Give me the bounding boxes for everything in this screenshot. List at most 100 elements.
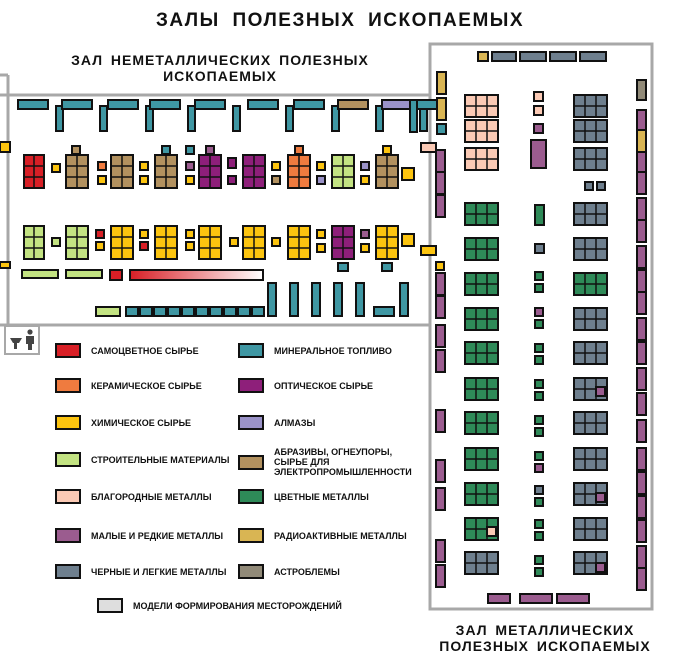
- wall-case-top: [247, 99, 279, 110]
- legend-label: БЛАГОРОДНЫЕ МЕТАЛЛЫ: [91, 491, 212, 502]
- legend-swatch: [55, 528, 81, 543]
- small-case: [534, 204, 545, 226]
- small-case: [51, 163, 61, 173]
- hall-nonmetallic-wall-bottom: [6, 75, 430, 327]
- small-case: [360, 175, 370, 185]
- legend-swatch: [238, 378, 264, 393]
- small-case: [401, 233, 415, 247]
- wall-case-top: [491, 51, 517, 62]
- small-case: [271, 175, 281, 185]
- wall-case-bottom: [181, 306, 195, 317]
- legend-swatch: [238, 454, 264, 470]
- legend-swatch: [55, 415, 81, 430]
- legend-label: ЦВЕТНЫЕ МЕТАЛЛЫ: [274, 491, 369, 502]
- side-case: [636, 291, 647, 315]
- small-case: [205, 145, 215, 155]
- wall-case-top: [107, 99, 139, 110]
- accent-cell: [595, 562, 606, 573]
- side-case: [0, 141, 11, 153]
- wall-case-bottom: [556, 593, 590, 604]
- wall-case-top: [381, 99, 413, 110]
- wall-panel: [55, 105, 64, 132]
- legend-swatch: [238, 528, 264, 543]
- small-case: [97, 175, 107, 185]
- small-case: [435, 261, 445, 271]
- wall-panel: [289, 282, 299, 317]
- wall-case-bottom: [251, 306, 265, 317]
- small-case: [227, 157, 237, 169]
- side-case: [636, 495, 647, 519]
- small-case: [185, 229, 195, 239]
- legend-label: МОДЕЛИ ФОРМИРОВАНИЯ МЕСТОРОЖДЕНИЙ: [133, 600, 342, 611]
- side-case: [636, 317, 647, 341]
- wall-panel: [409, 99, 418, 133]
- side-case: [636, 471, 647, 495]
- small-case: [360, 229, 370, 239]
- small-case: [161, 145, 171, 155]
- wall-case-top: [477, 51, 489, 62]
- small-case: [533, 91, 544, 102]
- wall-panel: [187, 105, 196, 132]
- side-case: [636, 545, 647, 569]
- small-case: [294, 145, 304, 155]
- accent-cell: [595, 492, 606, 503]
- wall-case-bottom: [195, 306, 209, 317]
- small-case: [337, 262, 349, 272]
- side-case: [420, 245, 437, 256]
- wall-panel: [267, 282, 277, 317]
- legend-swatch: [238, 564, 264, 579]
- side-case: [636, 392, 647, 416]
- wall-case-top: [293, 99, 325, 110]
- wall-case-top: [549, 51, 577, 62]
- wall-panel: [232, 105, 241, 132]
- legend-swatch: [55, 489, 81, 504]
- wall-panel: [355, 282, 365, 317]
- wall-case-top: [149, 99, 181, 110]
- side-case: [420, 142, 437, 153]
- small-case: [316, 243, 326, 253]
- wall-case-bottom: [167, 306, 181, 317]
- accent-cell: [486, 526, 497, 537]
- small-case: [534, 343, 544, 353]
- wall-panel: [311, 282, 321, 317]
- legend-item-rare: МАЛЫЕ И РЕДКИЕ МЕТАЛЛЫ: [55, 528, 223, 543]
- legend-item-optical: ОПТИЧЕСКОЕ СЫРЬЕ: [238, 378, 373, 393]
- legend-item-gem: САМОЦВЕТНОЕ СЫРЬЕ: [55, 343, 199, 358]
- hall-nonmetallic-title: ЗАЛ НЕМЕТАЛЛИЧЕСКИХ ПОЛЕЗНЫХ ИСКОПАЕМЫХ: [71, 52, 369, 84]
- legend-item-precious: БЛАГОРОДНЫЕ МЕТАЛЛЫ: [55, 489, 212, 504]
- side-case: [435, 459, 446, 483]
- small-case: [316, 161, 326, 171]
- wall-case-bottom: [153, 306, 167, 317]
- wall-case-top: [194, 99, 226, 110]
- small-case: [185, 175, 195, 185]
- wall-panel: [399, 282, 409, 317]
- small-case: [229, 237, 239, 247]
- small-case: [534, 271, 544, 281]
- legend-swatch: [238, 343, 264, 358]
- bench-case: [21, 269, 59, 279]
- legend-item-abrasive: АБРАЗИВЫ, ОГНЕУПОРЫ, СЫРЬЕ ДЛЯ ЭЛЕКТРОПР…: [238, 447, 414, 477]
- small-case: [596, 181, 606, 191]
- small-case: [534, 307, 544, 317]
- small-case: [139, 175, 149, 185]
- wall-case-top: [17, 99, 49, 110]
- side-case: [636, 567, 647, 591]
- small-case: [185, 161, 195, 171]
- bench-case: [109, 269, 123, 281]
- small-case: [360, 161, 370, 171]
- side-case: [636, 219, 647, 243]
- legend-label: СТРОИТЕЛЬНЫЕ МАТЕРИАЛЫ: [91, 454, 230, 465]
- side-case: [435, 194, 446, 218]
- side-case: [636, 519, 647, 543]
- legend-item-fuel: МИНЕРАЛЬНОЕ ТОПЛИВО: [238, 343, 392, 358]
- side-case: [636, 79, 647, 101]
- legend-label: АЛМАЗЫ: [274, 417, 316, 428]
- side-case: [636, 151, 647, 175]
- small-case: [534, 415, 544, 425]
- wall-panel: [99, 105, 108, 132]
- small-case: [534, 555, 544, 565]
- side-case: [435, 564, 446, 588]
- small-case: [360, 243, 370, 253]
- page-title: ЗАЛЫ ПОЛЕЗНЫХ ИСКОПАЕМЫХ: [155, 10, 525, 31]
